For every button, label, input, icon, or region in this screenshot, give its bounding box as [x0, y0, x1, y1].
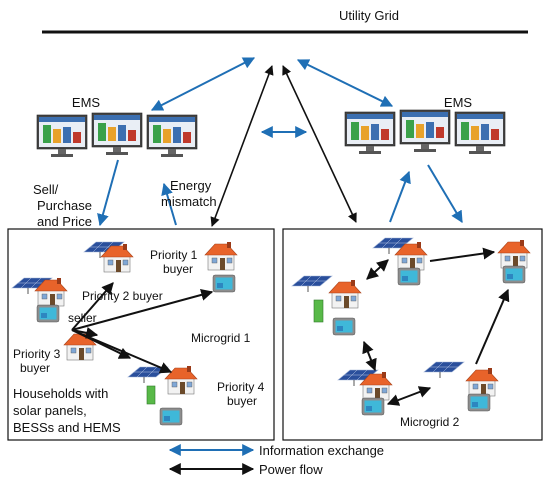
- legend-power-label: Power flow: [259, 462, 323, 477]
- power-arrow-mg2-big-bottom: [362, 340, 377, 372]
- microgrid2-label: Microgrid 2: [400, 415, 460, 429]
- power-arrow-seller-p4b: [71, 329, 173, 374]
- power-arrow-grid-mg2: [282, 65, 357, 223]
- mg1-house-seller: [63, 331, 97, 361]
- info-arrow-ems2-to-mg2: [427, 164, 463, 224]
- ems-left-monitor-2: [91, 112, 143, 156]
- priority1-label: Priority 1 buyer: [150, 248, 201, 276]
- utility-grid-label: Utility Grid: [339, 8, 399, 23]
- energy-mismatch-label: Energy mismatch: [161, 178, 217, 209]
- info-arrow-grid-ems2: [296, 59, 394, 107]
- microgrid-2-box: [282, 228, 543, 441]
- ems-right-label: EMS: [444, 95, 473, 110]
- power-arrow-mg2-up: [475, 288, 510, 365]
- mg1-house-priority2: [83, 241, 134, 273]
- legend-info-label: Information exchange: [259, 443, 384, 458]
- grid-power-arrows: [210, 65, 357, 227]
- power-arrow-mg2-top-right: [429, 247, 496, 262]
- power-arrow-seller-p1: [71, 289, 214, 331]
- info-arrow-mg1-to-ems1: [161, 182, 177, 226]
- legend: Information exchange Power flow: [168, 443, 384, 477]
- info-arrow-ems1-to-mg1: [97, 159, 119, 227]
- mg2-house-top: [372, 237, 428, 286]
- mg2-power-arrows: [362, 247, 510, 406]
- mg1-house-priority4: [127, 365, 198, 426]
- battery-icon: [146, 385, 156, 405]
- households-label: Households with solar panels, BESSs and …: [13, 386, 121, 435]
- mg2-house-right: [497, 239, 531, 284]
- power-arrow-mg2-top-big: [366, 259, 389, 280]
- microgrid1-label: Microgrid 1: [191, 331, 251, 345]
- ems-left-monitor-1: [36, 114, 88, 158]
- power-arrow-grid-mg1: [210, 65, 274, 227]
- ems-right-monitor-1: [344, 111, 396, 155]
- priority3-label: Priority 3 buyer: [13, 347, 64, 375]
- ems-right-monitor-3: [454, 111, 506, 155]
- ems-right-monitors: [344, 109, 506, 155]
- priority4-label: Priority 4 buyer: [217, 380, 268, 408]
- battery-icon: [313, 299, 324, 323]
- mg1-house-left: [11, 277, 68, 323]
- microgrid-1-box: [7, 228, 275, 441]
- mg2-house-bottom-left: [337, 369, 393, 416]
- mg1-power-arrows: [71, 282, 214, 374]
- seller-label: seller: [68, 311, 97, 325]
- ems-right-monitor-2: [399, 109, 451, 153]
- info-arrow-ems1-grid: [150, 57, 256, 111]
- ems-left-label: EMS: [72, 95, 101, 110]
- ems-left-monitors: [36, 112, 198, 158]
- sell-purchase-label: Sell/ Purchase and Price: [33, 182, 96, 229]
- mg2-house-bottom-right: [423, 361, 499, 412]
- ems-left-monitor-3: [146, 114, 198, 158]
- mg1-house-priority1: [204, 241, 238, 293]
- power-arrow-mg2-bottom: [386, 386, 432, 406]
- info-arrow-mg2-to-ems2: [389, 170, 411, 223]
- priority2-label: Priority 2 buyer: [82, 289, 163, 303]
- power-arrow-seller-p2: [71, 282, 114, 331]
- mg2-house-big: [291, 275, 362, 336]
